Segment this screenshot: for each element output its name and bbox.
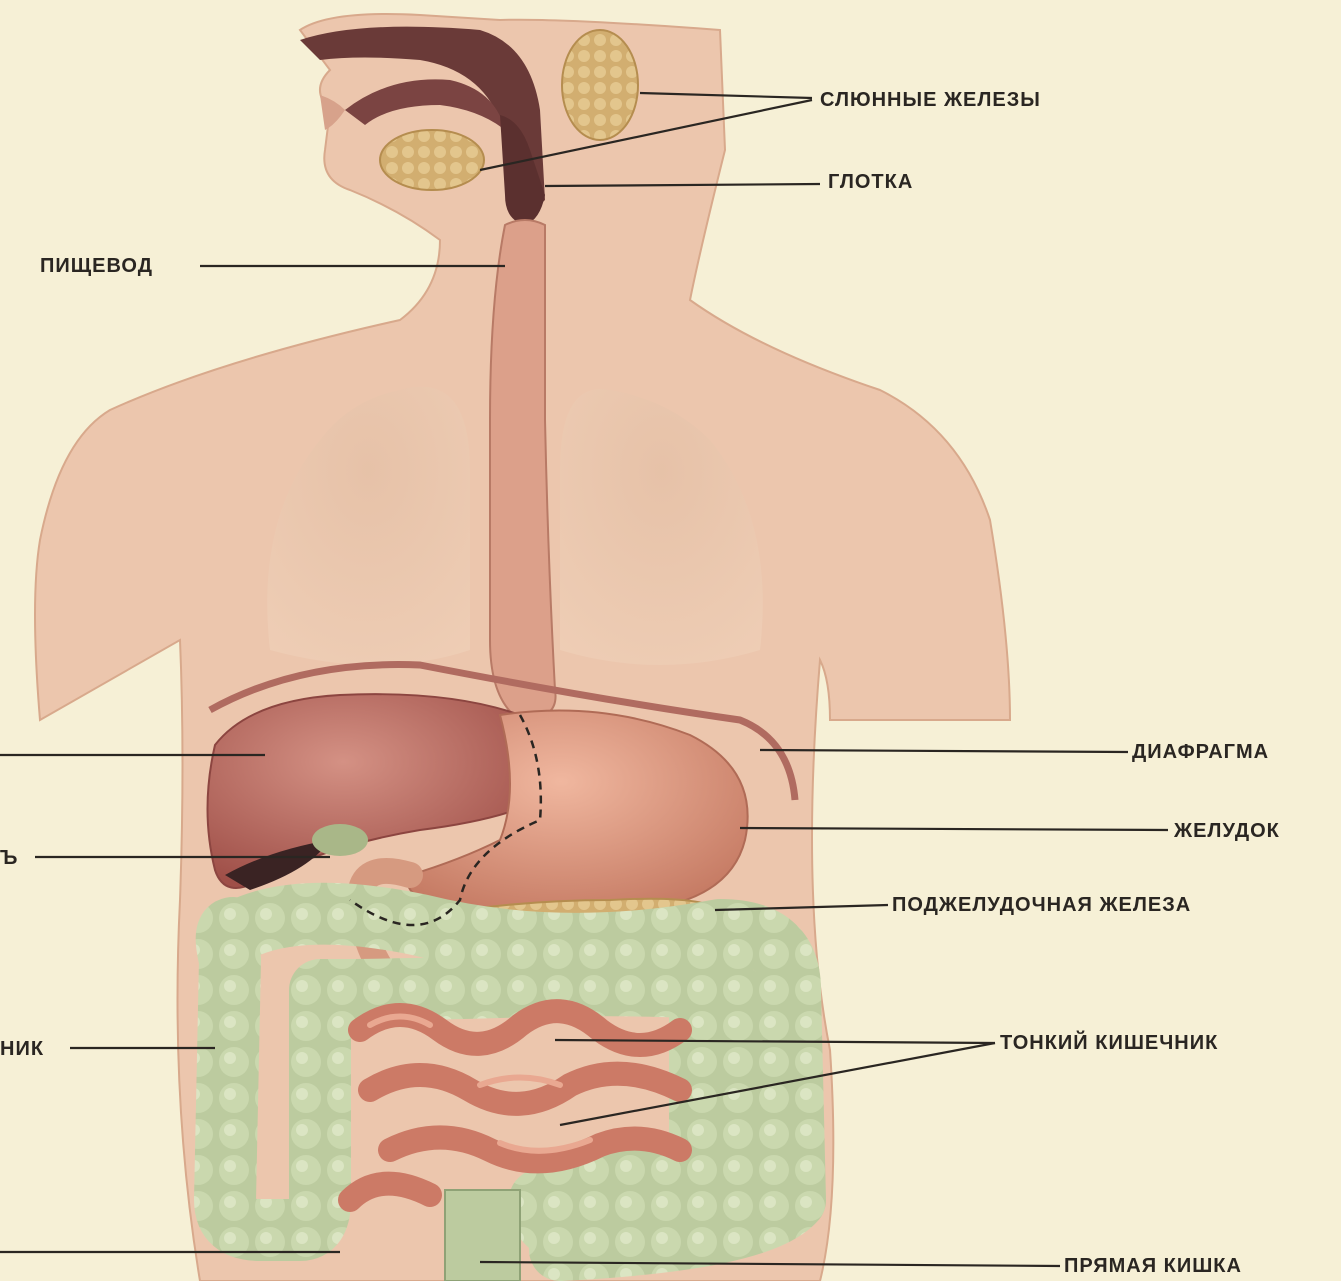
parotid-gland (562, 30, 638, 140)
label-pancreas: ПОДЖЕЛУДОЧНАЯ ЖЕЛЕЗА (892, 895, 1191, 915)
label-stomach: ЖЕЛУДОК (1174, 821, 1280, 841)
label-esophagus: ПИЩЕВОД (40, 256, 153, 276)
label-pharynx: ГЛОТКА (828, 172, 913, 192)
label-large-intestine-partial: НИК (0, 1039, 44, 1059)
label-rectum: ПРЯМАЯ КИШКА (1064, 1256, 1242, 1276)
esophagus-tube (490, 220, 556, 720)
label-gallbladder-partial: Ъ (0, 848, 18, 868)
submandibular-gland (380, 130, 484, 190)
label-small-intestine: ТОНКИЙ КИШЕЧНИК (1000, 1033, 1218, 1053)
rectum-shape (445, 1190, 520, 1281)
label-salivary-glands: СЛЮННЫЕ ЖЕЛЕЗЫ (820, 90, 1041, 110)
gallbladder-shape (312, 824, 368, 856)
label-diaphragm: ДИАФРАГМА (1132, 742, 1269, 762)
